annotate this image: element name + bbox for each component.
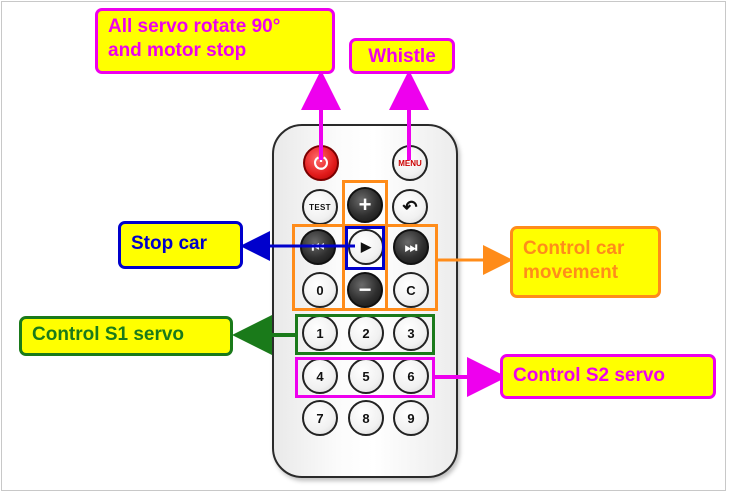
whistle-label: Whistle — [349, 38, 455, 74]
digit-5-button[interactable]: 5 — [348, 358, 384, 394]
digit-8-label: 8 — [362, 410, 370, 426]
servo90-label: All servo rotate 90° and motor stop — [95, 8, 335, 74]
digit-9-button[interactable]: 9 — [393, 400, 429, 436]
stop-car-label: Stop car — [118, 221, 243, 269]
power-icon: ⏻ — [313, 153, 329, 173]
digit-2-button[interactable]: 2 — [348, 315, 384, 351]
play-icon: ▶ — [361, 239, 371, 254]
digit-9-label: 9 — [407, 410, 415, 426]
next-icon: ⏭ — [404, 238, 418, 255]
stop-highlight-box — [345, 226, 385, 270]
center-column-highlight-box — [342, 224, 388, 311]
digit-1-label: 1 — [316, 325, 324, 341]
minus-button[interactable]: − — [347, 272, 383, 308]
test-label: TEST — [309, 202, 331, 212]
c-button[interactable]: C — [393, 272, 429, 308]
digit-6-button[interactable]: 6 — [393, 358, 429, 394]
control-car-label: Control car movement — [510, 226, 661, 298]
zero-label: 0 — [316, 282, 324, 298]
digit-3-button[interactable]: 3 — [393, 315, 429, 351]
control-s1-label: Control S1 servo — [19, 316, 233, 356]
back-button[interactable]: ↶ — [392, 189, 428, 225]
digit-7-button[interactable]: 7 — [302, 400, 338, 436]
s1-highlight-box — [295, 314, 435, 355]
back-arrow-icon: ↶ — [402, 196, 418, 217]
s2-highlight-box — [295, 357, 435, 398]
digit-7-label: 7 — [316, 410, 324, 426]
c-label: C — [406, 282, 416, 298]
plus-button[interactable]: + — [347, 187, 383, 223]
digit-5-label: 5 — [362, 368, 370, 384]
next-button[interactable]: ⏭ — [393, 229, 429, 265]
control-s2-label: Control S2 servo — [500, 354, 716, 399]
digit-6-label: 6 — [407, 368, 415, 384]
digit-4-label: 4 — [316, 368, 324, 384]
menu-label: MENU — [398, 158, 422, 168]
plus-icon: + — [358, 192, 372, 217]
digit-8-button[interactable]: 8 — [348, 400, 384, 436]
digit-3-label: 3 — [407, 325, 415, 341]
digit-2-label: 2 — [362, 325, 370, 341]
zero-button[interactable]: 0 — [302, 272, 338, 308]
minus-icon: − — [358, 277, 372, 302]
